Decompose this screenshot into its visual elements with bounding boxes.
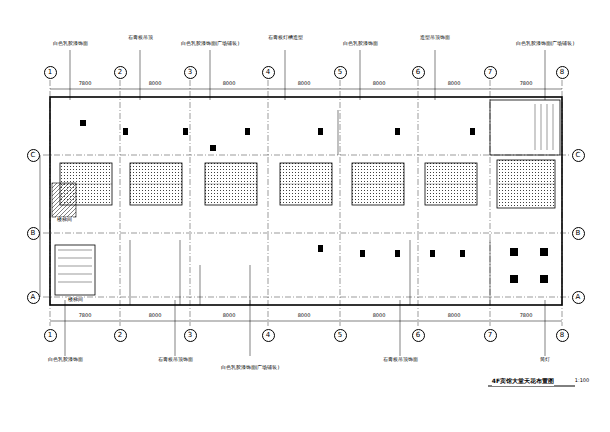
grid-axis-bubble: 1 — [44, 329, 57, 342]
callout-text: 石膏板吊顶饰面 — [382, 357, 419, 363]
grid-axis-bubble: B — [572, 227, 585, 240]
dimension: 8000 — [222, 81, 237, 87]
callout-text: 造型吊顶饰面 — [419, 35, 451, 41]
axis-number: C — [31, 152, 36, 159]
dimension: 8000 — [372, 81, 387, 87]
grid-axis-bubble: 2 — [114, 329, 127, 342]
axis-number: 8 — [560, 332, 564, 339]
callout-text: 石膏板吊顶饰面 — [157, 357, 194, 363]
axis-number: A — [31, 294, 36, 301]
grid-axis-bubble: 5 — [334, 329, 347, 342]
axis-number: 5 — [338, 69, 342, 76]
grid-axis-bubble: 4 — [262, 329, 275, 342]
grid-axis-bubble: 3 — [184, 66, 197, 79]
dimension: 8000 — [222, 313, 237, 319]
dimension: 7800 — [78, 81, 93, 87]
callout-text: 筒灯 — [539, 357, 551, 363]
axis-number: 6 — [416, 332, 420, 339]
grid-axis-bubble: A — [572, 291, 585, 304]
drawing-title: 4F宾馆大堂天花布置图 — [492, 377, 554, 386]
axis-number: 6 — [416, 69, 420, 76]
axis-number: 7 — [488, 69, 492, 76]
callout-text: 白色乳胶漆饰面 — [47, 357, 84, 363]
dimension: 8000 — [148, 313, 163, 319]
callout-text: 石膏板灯槽造型 — [267, 35, 304, 41]
dimension: 7800 — [78, 313, 93, 319]
callout-text: 白色乳胶漆饰面(广场铺装) — [515, 41, 576, 47]
axis-number: 3 — [188, 332, 192, 339]
axis-number: 2 — [118, 332, 122, 339]
axis-number: 1 — [48, 69, 52, 76]
grid-axis-bubble: B — [27, 227, 40, 240]
room-name: 楼梯间 — [67, 297, 84, 303]
callout-text: 白色乳胶漆饰面 — [52, 41, 89, 47]
grid-axis-bubble: 7 — [484, 66, 497, 79]
grid-axis-bubble: 1 — [44, 66, 57, 79]
grid-axis-bubble: C — [27, 149, 40, 162]
dimension: 7800 — [519, 313, 534, 319]
dimension: 8000 — [297, 81, 312, 87]
grid-axis-bubble: 8 — [556, 329, 569, 342]
callout-text: 白色乳胶漆饰面(广场铺装) — [180, 41, 241, 47]
callout-text: 白色乳胶漆饰面(广场铺装) — [220, 365, 281, 371]
grid-axis-bubble: 8 — [556, 66, 569, 79]
scale-text: 1:100 — [574, 378, 590, 384]
callout-text: 白色乳胶漆饰面 — [342, 41, 379, 47]
axis-number: 7 — [488, 332, 492, 339]
grid-axis-bubble: 6 — [412, 66, 425, 79]
grid-axis-bubble: 7 — [484, 329, 497, 342]
grid-axis-bubble: 4 — [262, 66, 275, 79]
dimension: 7800 — [519, 81, 534, 87]
dimension: 8000 — [447, 313, 462, 319]
room-name: 楼梯间 — [56, 217, 73, 223]
axis-number: A — [576, 294, 581, 301]
grid-axis-bubble: C — [572, 149, 585, 162]
axis-number: 3 — [188, 69, 192, 76]
axis-number: 5 — [338, 332, 342, 339]
axis-number: B — [31, 230, 36, 237]
grid-axis-bubble: 6 — [412, 329, 425, 342]
axis-number: B — [576, 230, 581, 237]
grid-axis-bubble: 5 — [334, 66, 347, 79]
grid-axis-bubble: 3 — [184, 329, 197, 342]
axis-number: 8 — [560, 69, 564, 76]
axis-number: 4 — [266, 69, 270, 76]
dimension: 8000 — [447, 81, 462, 87]
dimension: 8000 — [148, 81, 163, 87]
axis-number: 2 — [118, 69, 122, 76]
grid-axis-bubble: 2 — [114, 66, 127, 79]
dimension: 8000 — [372, 313, 387, 319]
axis-number: 1 — [48, 332, 52, 339]
grid-axis-bubble: A — [27, 291, 40, 304]
axis-number: 4 — [266, 332, 270, 339]
axis-number: C — [576, 152, 581, 159]
dimension: 8000 — [297, 313, 312, 319]
callout-text: 石膏板吊顶 — [127, 35, 154, 41]
